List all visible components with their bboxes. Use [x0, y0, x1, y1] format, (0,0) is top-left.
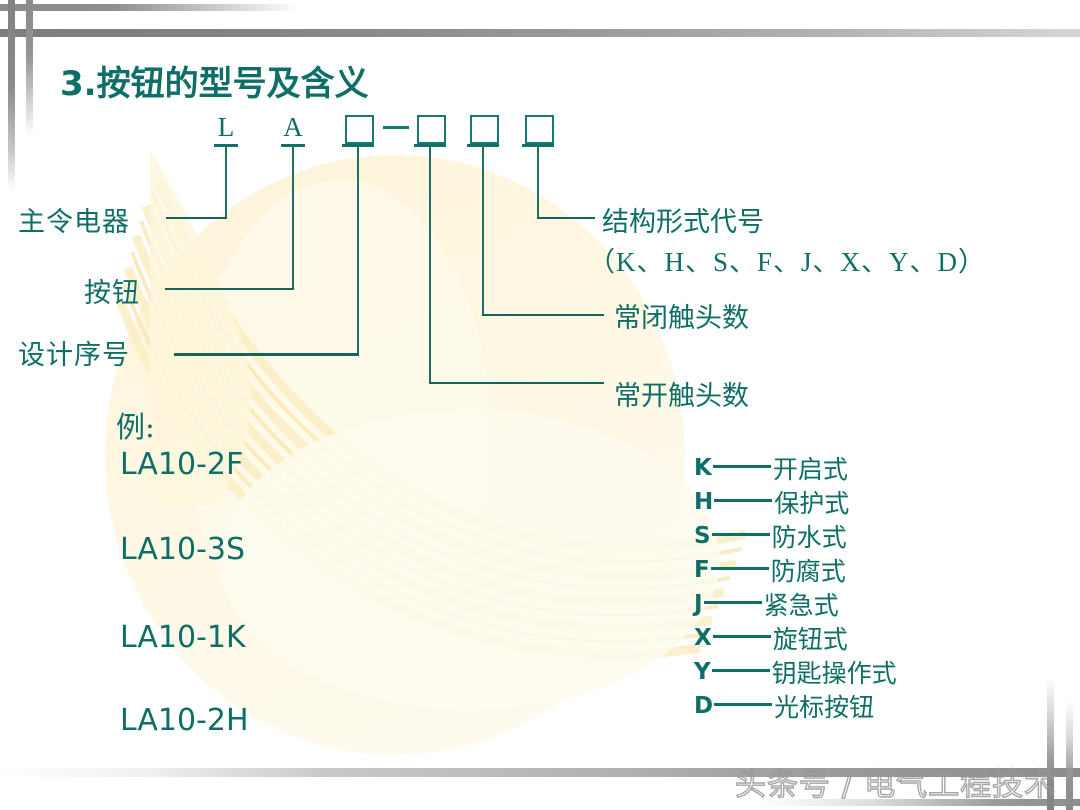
code-droplink-l — [225, 147, 227, 219]
code-droplink-box2 — [429, 147, 431, 383]
legend-dash-icon — [711, 532, 770, 536]
legend-dash-icon — [714, 498, 773, 502]
legend-value-s: 防水式 — [771, 523, 847, 552]
code-droplink-box3 — [482, 147, 484, 315]
legend-value-y: 钥匙操作式 — [771, 659, 897, 688]
legend-row-h: H 保护式 — [694, 484, 849, 518]
legend-value-x: 旋钮式 — [772, 625, 848, 654]
callout-label-zhulingdianqi: 主令电器 — [18, 207, 130, 238]
callout-label-anniu: 按钮 — [84, 278, 140, 309]
code-underline-box2 — [414, 144, 446, 147]
leader-line-zhulingdianqi — [166, 217, 227, 219]
callout-label-changbichutoushu: 常闭触头数 — [614, 303, 749, 334]
watermark-text: 头条号 / 电气工程技术 — [734, 766, 1057, 803]
legend-key-y: Y — [694, 659, 711, 685]
leader-line-jiegouxingshi — [537, 217, 595, 219]
legend-key-f: F — [694, 557, 710, 583]
example-item-4: LA10-2H — [120, 703, 249, 738]
code-droplink-a — [292, 147, 294, 290]
legend-key-x: X — [694, 625, 712, 651]
legend-value-d: 光标按钮 — [774, 693, 875, 722]
legend-row-y: Y 钥匙操作式 — [694, 654, 897, 688]
callout-sublabel-structure-codes: （K、H、S、F、J、X、Y、D） — [588, 247, 987, 277]
example-item-1: LA10-2F — [120, 447, 244, 482]
legend-row-f: F 防腐式 — [694, 552, 846, 586]
leader-line-anniu — [165, 288, 294, 290]
code-box-1 — [345, 115, 374, 144]
legend-key-d: D — [694, 693, 714, 719]
legend-row-j: J 紧急式 — [694, 586, 839, 620]
legend-row-x: X 旋钮式 — [694, 620, 848, 654]
legend-dash-icon — [711, 668, 770, 672]
code-box-2 — [417, 115, 446, 144]
leader-line-shejixuhao — [174, 353, 359, 356]
code-underline-box3 — [467, 144, 499, 147]
page-title: 3.按钮的型号及含义 — [60, 64, 369, 104]
code-underline-a — [281, 144, 305, 147]
code-symbol-a: A — [283, 112, 303, 142]
model-code-diagram: L A — [0, 0, 1080, 383]
code-box-3 — [470, 115, 499, 144]
legend-dash-icon — [710, 566, 769, 570]
callout-label-shejixuhao: 设计序号 — [18, 340, 130, 371]
legend-value-k: 开启式 — [772, 455, 848, 484]
legend-key-h: H — [694, 489, 714, 515]
code-droplink-box1 — [357, 147, 359, 355]
legend-dash-icon — [712, 634, 771, 638]
legend-dash-icon — [712, 464, 771, 468]
legend-key-s: S — [694, 523, 711, 549]
callout-label-jiegouxingshidaihao: 结构形式代号 — [602, 207, 764, 238]
code-underline-box4 — [522, 144, 554, 147]
legend-value-h: 保护式 — [774, 489, 850, 518]
legend-dash-icon — [703, 600, 762, 604]
bottom-right-vertical-bar-2 — [1066, 700, 1073, 810]
legend-dash-icon — [714, 702, 773, 706]
examples-heading: 例: — [116, 410, 155, 444]
example-item-3: LA10-1K — [120, 620, 246, 655]
legend-value-f: 防腐式 — [770, 557, 846, 586]
code-underline-l — [214, 144, 238, 147]
leader-line-changkaichutoushu — [429, 382, 604, 384]
code-droplink-box4 — [537, 147, 539, 219]
code-dash-separator — [383, 126, 409, 129]
legend-key-j: J — [694, 591, 703, 617]
legend-row-d: D 光标按钮 — [694, 688, 874, 722]
legend-row-k: K 开启式 — [694, 450, 848, 484]
code-underline-box1 — [342, 144, 374, 147]
example-item-2: LA10-3S — [120, 532, 246, 567]
legend-value-j: 紧急式 — [763, 591, 839, 620]
callout-label-changkaichutoushu: 常开触头数 — [614, 381, 749, 412]
legend-key-k: K — [694, 455, 712, 481]
legend-row-s: S 防水式 — [694, 518, 847, 552]
leader-line-changbichutoushu — [482, 314, 604, 316]
code-box-4 — [525, 115, 554, 144]
code-symbol-l: L — [217, 112, 235, 142]
